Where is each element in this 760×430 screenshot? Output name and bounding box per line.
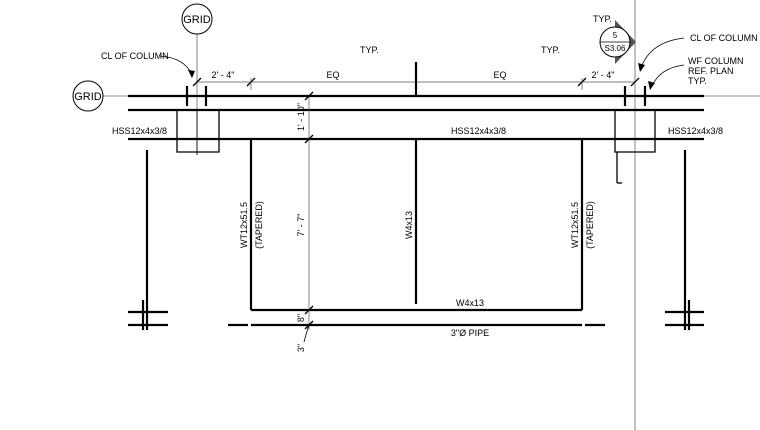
vdim-leader-small (303, 324, 310, 343)
label-wt-right-2: (TAPERED) (585, 201, 595, 249)
vdim-mid: 7' - 7" (296, 214, 306, 237)
leader-cl-column-right (640, 37, 685, 69)
callout-typ-top-right: TYP. (593, 14, 612, 24)
leader-wf-column (651, 64, 685, 87)
label-wt-left-1: WT12x51.5 (239, 202, 249, 248)
grid-bubble-top-label: GRID (183, 14, 211, 26)
leader-wf-column-arrow (648, 81, 655, 90)
dim-left-offset: 2' - 4" (212, 70, 235, 80)
grid-bubble-left-label: GRID (74, 91, 102, 103)
dim-right-offset: 2' - 4" (592, 70, 615, 80)
label-pipe: 3"Ø PIPE (451, 328, 489, 338)
section-marker-sheet: S3.06 (605, 44, 626, 53)
callout-wf-column-line1: WF COLUMN (688, 56, 744, 66)
dim-tick-4 (630, 77, 640, 87)
vdim-tick-1 (304, 91, 314, 101)
vdim-tick-2 (304, 134, 314, 144)
leader-cl-column-left-arrow (188, 70, 195, 78)
callout-typ-mid-right: TYP. (541, 45, 560, 55)
vdim-top: 1' - 10" (296, 103, 306, 131)
callout-wf-column-line3: TYP. (688, 76, 707, 86)
label-wt-right-1: WT12x51.5 (570, 202, 580, 248)
callout-cl-column-right: CL OF COLUMN (690, 33, 758, 43)
label-hss-left: HSS12x4x3/8 (112, 126, 167, 136)
vdim-tick-3 (304, 305, 314, 315)
leader-cl-column-right-arrow (638, 63, 645, 72)
dim-tick-1 (192, 77, 202, 87)
column-bracket-right (614, 110, 656, 153)
dim-eq-right: EQ (493, 70, 506, 80)
label-w4-vertical: W4x13 (404, 211, 414, 239)
vdim-bottom: 8" (296, 314, 306, 322)
label-w4-horizontal: W4x13 (456, 298, 484, 308)
dim-eq-left: EQ (326, 70, 339, 80)
vdim-small: 3" (296, 344, 306, 352)
callout-typ-mid-left: TYP. (360, 45, 379, 55)
label-hss-center: HSS12x4x3/8 (451, 126, 506, 136)
label-wt-left-2: (TAPERED) (254, 201, 264, 249)
callout-cl-column-left: CL OF COLUMN (101, 51, 169, 61)
callout-wf-column-line2: REF. PLAN (688, 66, 734, 76)
section-marker-number: 5 (613, 31, 618, 40)
grid-bubble-top[interactable] (181, 3, 213, 35)
grid-bubble-left[interactable] (72, 80, 104, 112)
column-bracket-left (176, 110, 220, 153)
label-hss-right: HSS12x4x3/8 (668, 126, 723, 136)
